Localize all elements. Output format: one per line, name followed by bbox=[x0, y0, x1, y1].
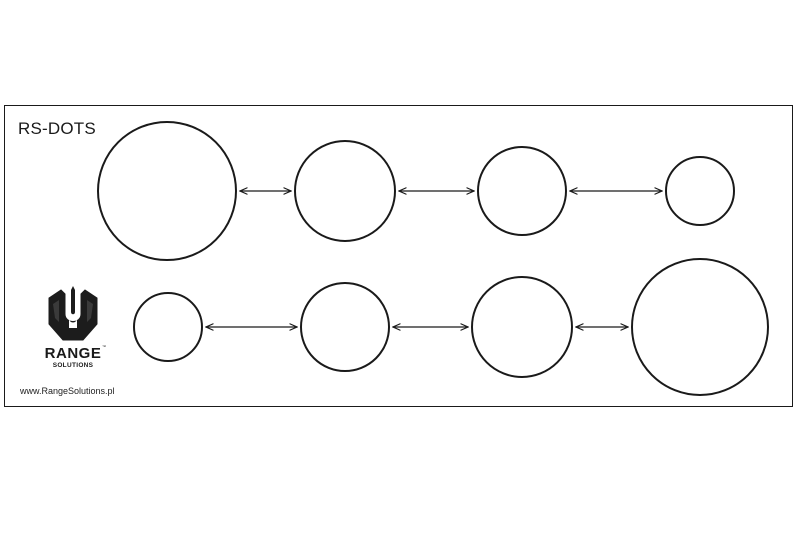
range-solutions-logo: RANGE ™ SOLUTIONS bbox=[31, 284, 115, 376]
target-dot-row2-2 bbox=[300, 282, 390, 372]
target-dot-row1-2 bbox=[294, 140, 396, 242]
target-dot-row2-3 bbox=[471, 276, 573, 378]
logo-name: RANGE bbox=[44, 345, 102, 362]
logo-trademark: ™ bbox=[102, 344, 106, 349]
target-dot-row1-4 bbox=[665, 156, 735, 226]
target-dot-row1-3 bbox=[477, 146, 567, 236]
target-dot-row2-1 bbox=[133, 292, 203, 362]
logo-emblem-icon bbox=[48, 286, 98, 341]
sheet-title: RS-DOTS bbox=[18, 119, 96, 138]
target-dot-row2-4 bbox=[631, 258, 769, 396]
target-dot-row1-1 bbox=[97, 121, 237, 261]
website-url: www.RangeSolutions.pl bbox=[20, 386, 115, 396]
logo-subtitle: SOLUTIONS bbox=[52, 362, 94, 369]
